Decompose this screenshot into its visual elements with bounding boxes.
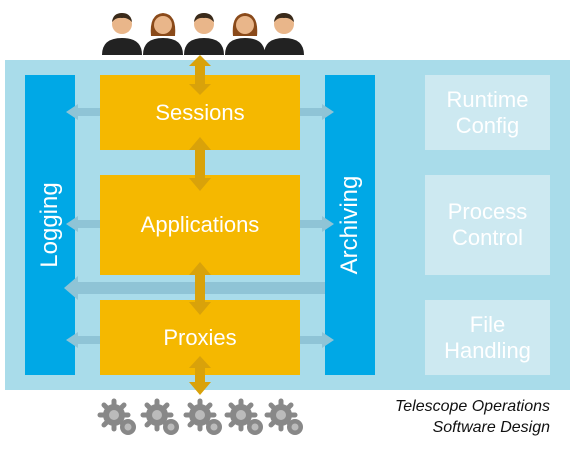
arrow-proxies-archiving [300,332,334,348]
arrow-proxies-devices [189,356,211,395]
caption-line-1: Telescope Operations [394,398,550,415]
arrow-archiving-logging-long [64,276,325,300]
gear-icon [140,398,179,435]
gear-icon [264,398,303,435]
gear-icon [97,398,136,435]
user-icon-female [143,13,183,55]
user-icon [184,13,224,55]
arrow-proxies-logging [66,332,100,348]
gear-icon [224,398,263,435]
user-icon [264,13,304,55]
arrow-users-sessions [189,55,211,95]
user-icon-female [225,13,265,55]
diagram-caption: Telescope Operations Software Design [395,396,550,438]
sessions-label: Sessions [155,99,245,125]
runtime-config-line-2: Config [455,112,520,138]
arrow-sessions-applications [189,137,211,191]
file-handling-line-2: Handling [444,337,531,363]
arrow-applications-logging [66,216,100,232]
process-control-line-1: Process [447,199,528,224]
archiving-bar: Archiving [325,75,375,375]
arrow-applications-archiving [300,216,334,232]
process-control-line-2: Control [452,225,523,250]
user-icon [102,13,142,55]
applications-label: Applications [140,212,260,237]
arrow-applications-proxies [189,262,211,315]
proxies-label: Proxies [163,324,237,350]
arrow-sessions-logging [66,104,100,120]
logging-bar: Logging [25,75,75,375]
caption-line-2: Software Design [432,419,550,436]
arrow-sessions-archiving [300,104,334,120]
runtime-config-line-1: Runtime [446,86,529,112]
applications-box: Applications [100,175,300,275]
file-handling-line-1: File [469,311,506,337]
gear-icon [183,398,222,435]
